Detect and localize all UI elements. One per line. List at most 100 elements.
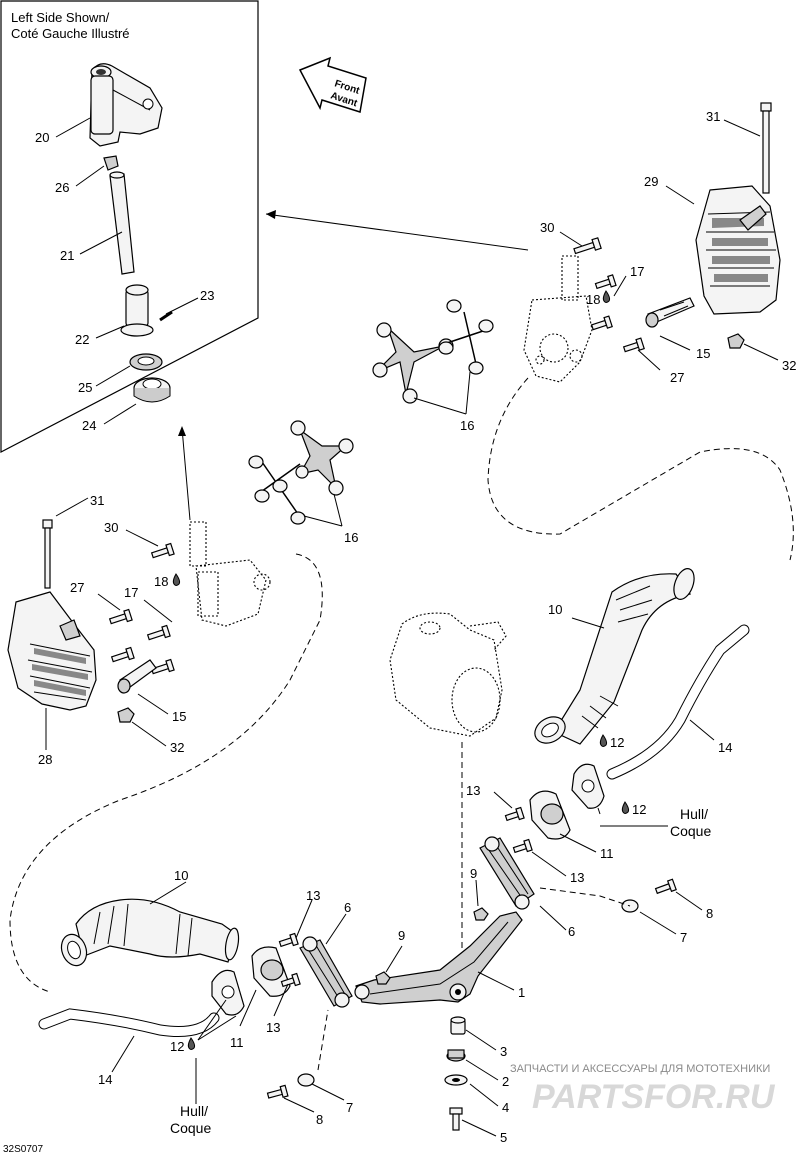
part-14-hose-right bbox=[606, 624, 750, 780]
callout-ll-13a: 13 bbox=[306, 888, 320, 903]
callout-ll-3: 3 bbox=[500, 1044, 507, 1059]
callout-left-32: 32 bbox=[170, 740, 184, 755]
callout-cr-13b: 13 bbox=[570, 870, 584, 885]
callout-ur-31: 31 bbox=[706, 109, 720, 124]
part-16-links-left bbox=[248, 420, 354, 525]
sealant-drop-icon bbox=[621, 801, 630, 814]
part-26-plug bbox=[103, 155, 119, 171]
left-side-assembly: 31 30 18 17 27 16 15 32 28 bbox=[7, 420, 358, 993]
callout-cr-12a: 12 bbox=[610, 735, 624, 750]
jet-pump-housing bbox=[389, 612, 507, 737]
part-10-duct-left bbox=[60, 898, 240, 967]
center-right-assembly: 10 14 12 13 12 11 13 9 8 7 6 1 Hull/ Coq… bbox=[389, 568, 750, 1000]
callout-ll-7: 7 bbox=[346, 1100, 353, 1115]
part-10-duct-right bbox=[534, 568, 695, 745]
hull-label-right-1: Hull/ bbox=[680, 806, 708, 822]
callout-left-28: 28 bbox=[38, 752, 52, 767]
callout-inset-25: 25 bbox=[78, 380, 92, 395]
part-12-gasket-left bbox=[211, 969, 245, 1016]
callout-left-16: 16 bbox=[344, 530, 358, 545]
part-15-lever-left bbox=[117, 659, 157, 694]
watermark-tagline: ЗАПЧАСТИ И АКСЕССУАРЫ ДЛЯ МОТОТЕХНИКИ bbox=[510, 1063, 770, 1075]
part-6-link-right bbox=[479, 836, 535, 910]
watermark: ЗАПЧАСТИ И АКСЕССУАРЫ ДЛЯ МОТОТЕХНИКИ PA… bbox=[510, 1063, 776, 1116]
part-25-seal bbox=[129, 353, 163, 371]
callout-inset-22: 22 bbox=[75, 332, 89, 347]
part-21-tube bbox=[109, 171, 135, 275]
callout-ll-13b: 13 bbox=[266, 1020, 280, 1035]
hull-label-right-2: Coque bbox=[670, 823, 711, 839]
callout-cr-10: 10 bbox=[548, 602, 562, 617]
diagram-code: 32S0707 bbox=[3, 1144, 43, 1155]
callout-inset-26: 26 bbox=[55, 180, 69, 195]
callout-ur-15: 15 bbox=[696, 346, 710, 361]
front-arrow-icon: Front Avant bbox=[298, 56, 367, 113]
part-11-flange-left bbox=[251, 946, 291, 997]
upper-right-assembly: 31 29 30 17 18 15 27 32 16 bbox=[372, 102, 796, 561]
part-22-bushing bbox=[120, 284, 154, 337]
callout-ur-30: 30 bbox=[540, 220, 554, 235]
sealant-drop-icon bbox=[187, 1037, 196, 1050]
callout-cr-13a: 13 bbox=[466, 783, 480, 798]
callout-ll-11: 11 bbox=[230, 1035, 244, 1050]
callout-cr-14: 14 bbox=[718, 740, 732, 755]
callout-left-31: 31 bbox=[90, 493, 104, 508]
callout-left-27: 27 bbox=[70, 580, 84, 595]
part-20-steering-bracket bbox=[89, 63, 163, 147]
pivot-hardware-stack: 3 2 4 5 bbox=[444, 1016, 509, 1145]
part-11-flange-right bbox=[529, 790, 571, 840]
callout-inset-21: 21 bbox=[60, 248, 74, 263]
callout-cr-9: 9 bbox=[470, 866, 477, 881]
callout-ll-5: 5 bbox=[500, 1130, 507, 1145]
part-15-lever-right bbox=[645, 297, 695, 328]
callout-left-18: 18 bbox=[154, 574, 168, 589]
callout-ur-27: 27 bbox=[670, 370, 684, 385]
hull-label-left-1: Hull/ bbox=[180, 1103, 208, 1119]
callout-ll-4: 4 bbox=[502, 1100, 509, 1115]
sealant-drop-icon bbox=[599, 734, 608, 747]
part-31-bolt-right bbox=[760, 102, 772, 194]
callout-ll-6: 6 bbox=[344, 900, 351, 915]
watermark-brand: PARTSFOR.RU bbox=[532, 1078, 776, 1116]
callout-ll-2: 2 bbox=[502, 1074, 509, 1089]
callout-cr-11: 11 bbox=[600, 846, 614, 861]
part-24-nut bbox=[133, 377, 171, 403]
hull-label-left-2: Coque bbox=[170, 1120, 211, 1136]
steering-housing-right bbox=[523, 255, 593, 383]
callout-ll-10: 10 bbox=[174, 868, 188, 883]
sealant-drop-icon bbox=[172, 573, 181, 586]
callout-cr-12b: 12 bbox=[632, 802, 646, 817]
callout-ur-16: 16 bbox=[460, 418, 474, 433]
callout-cr-1: 1 bbox=[518, 985, 525, 1000]
part-6-link-left bbox=[299, 936, 353, 1008]
callout-ur-18: 18 bbox=[586, 292, 600, 307]
steering-housing-left bbox=[189, 521, 271, 627]
inset-title-line1: Left Side Shown/ bbox=[11, 10, 110, 25]
callout-left-30: 30 bbox=[104, 520, 118, 535]
callout-cr-8: 8 bbox=[706, 906, 713, 921]
callout-ur-32: 32 bbox=[782, 358, 796, 373]
lower-left-assembly: 10 13 6 9 12 11 13 14 8 7 Hull/ Coque bbox=[38, 868, 405, 1136]
callout-ll-9: 9 bbox=[398, 928, 405, 943]
callout-ur-29: 29 bbox=[644, 174, 658, 189]
callout-cr-6: 6 bbox=[568, 924, 575, 939]
part-29-cover-right bbox=[695, 185, 781, 315]
callout-left-15: 15 bbox=[172, 709, 186, 724]
part-1-bellcrank bbox=[354, 911, 523, 1005]
callout-inset-23: 23 bbox=[200, 288, 214, 303]
part-28-cover-left bbox=[7, 591, 97, 711]
callout-ll-12: 12 bbox=[170, 1039, 184, 1054]
callout-ll-8: 8 bbox=[316, 1112, 323, 1127]
part-14-hose-left bbox=[38, 1008, 220, 1037]
callout-inset-20: 20 bbox=[35, 130, 49, 145]
inset-title-line2: Coté Gauche Illustré bbox=[11, 26, 130, 41]
part-16-links-right bbox=[372, 299, 494, 404]
callout-left-17: 17 bbox=[124, 585, 138, 600]
sealant-drop-icon bbox=[602, 290, 611, 303]
callout-inset-24: 24 bbox=[82, 418, 96, 433]
callout-ur-17: 17 bbox=[630, 264, 644, 279]
callout-ll-14: 14 bbox=[98, 1072, 112, 1087]
part-12-gasket-right bbox=[571, 763, 605, 809]
inset-panel: Left Side Shown/ Coté Gauche Illustré bbox=[0, 0, 259, 453]
